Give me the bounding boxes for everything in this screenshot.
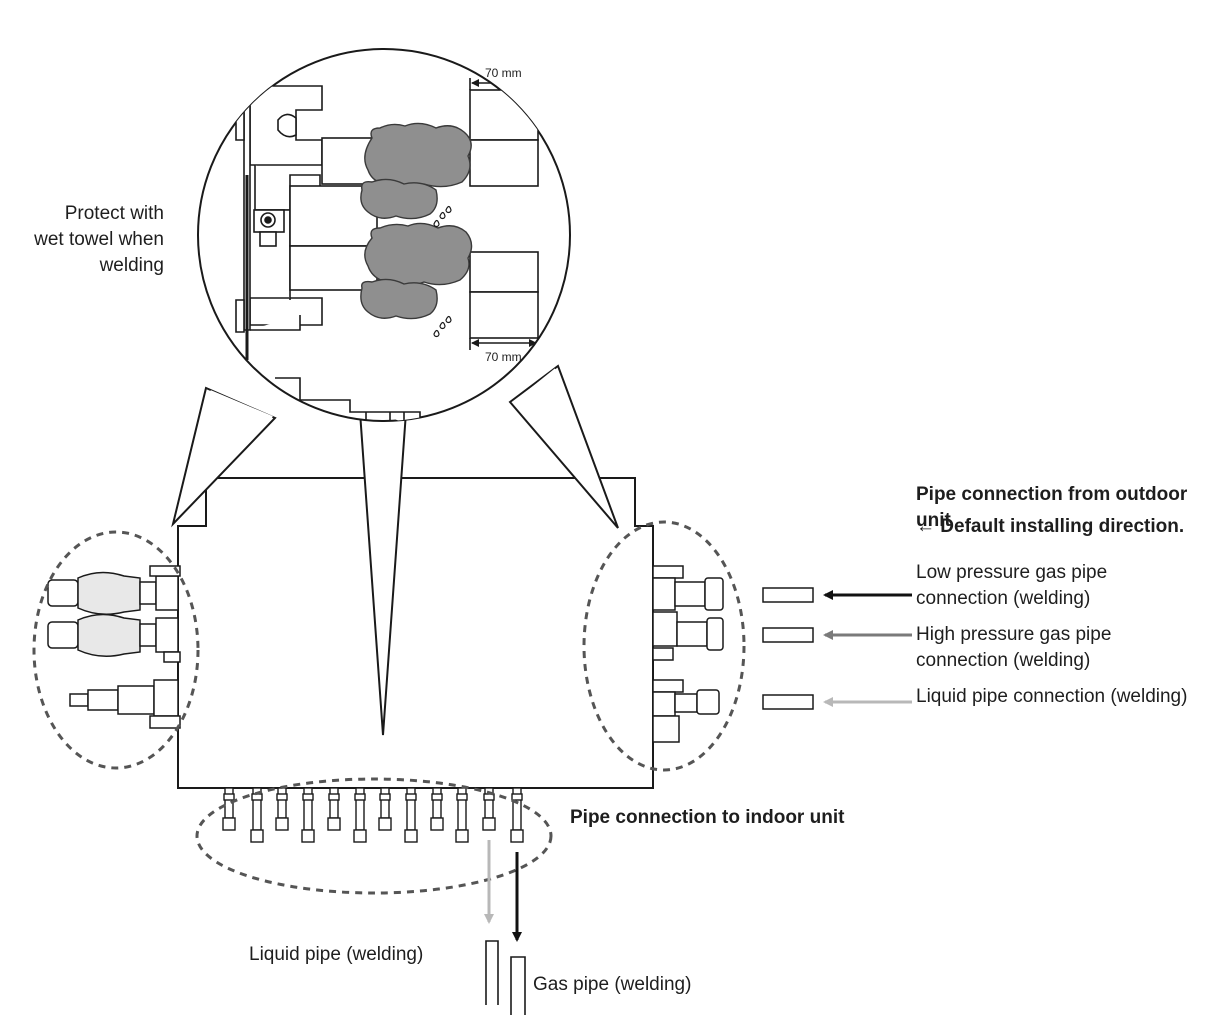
indoor-pipe-stub <box>277 787 287 819</box>
indoor-pipe-flare <box>405 793 417 801</box>
protect-towel-label-line2: wet towel when <box>34 229 164 250</box>
indoor-pipe-cap <box>482 817 496 831</box>
protect-towel-label: Protect with wet towel when welding <box>0 201 164 279</box>
low-pressure-label: Low pressure gas pipe connection (weldin… <box>916 560 1107 612</box>
indoor-pipe-cap <box>404 829 418 843</box>
outdoor-pipe-connections <box>762 587 814 710</box>
protect-towel-label-line3: welding <box>99 255 164 276</box>
highlight-ellipses <box>32 520 746 895</box>
indoor-pipe-flare <box>511 793 523 801</box>
low-pressure-label-line2: connection (welding) <box>916 588 1091 609</box>
indoor-pipe-flare <box>379 793 391 801</box>
gas-pipe-label: Gas pipe (welding) <box>533 974 692 995</box>
indoor-pipe-stub <box>380 787 390 819</box>
indoor-pipe-flare <box>431 793 443 801</box>
water-drops-icon <box>433 205 452 338</box>
indoor-pipe-cap <box>301 829 315 843</box>
magnified-fittings <box>235 78 539 421</box>
indoor-pipe-cap <box>455 829 469 843</box>
wet-towel-icon <box>360 122 473 320</box>
dimension-label-bottom: 70 mm <box>485 350 522 364</box>
indoor-pipe-stubs <box>222 787 524 843</box>
indoor-pipe-flare <box>223 793 235 801</box>
indoor-pipe-cap <box>353 829 367 843</box>
protect-towel-label-line1: Protect with <box>64 203 164 224</box>
indoor-pipe-cap <box>430 817 444 831</box>
outdoor-connection-title: Pipe connection from outdoor unit <box>916 484 1188 531</box>
indoor-pipe-flare <box>302 793 314 801</box>
indoor-pipe-cap <box>222 817 236 831</box>
outlet-pipes <box>485 940 526 1015</box>
indoor-pipe-cap <box>275 817 289 831</box>
indoor-pipe-cap <box>510 829 524 843</box>
indoor-connection-title: Pipe connection to indoor unit <box>570 807 845 828</box>
indoor-pipe-stub <box>329 787 339 819</box>
indoor-pipe-cap <box>327 817 341 831</box>
left-pipe-fittings <box>47 565 181 729</box>
low-pressure-label-line1: Low pressure gas pipe <box>916 562 1108 583</box>
indoor-pipe-cap <box>378 817 392 831</box>
high-pressure-label: High pressure gas pipe connection (weldi… <box>916 622 1111 674</box>
main-unit-box <box>177 477 654 789</box>
indoor-pipe-flare <box>276 793 288 801</box>
indoor-pipe-flare <box>328 793 340 801</box>
indoor-pipe-flare <box>251 793 263 801</box>
high-pressure-label-line2: connection (welding) <box>916 650 1091 671</box>
high-pressure-label-line1: High pressure gas pipe <box>916 624 1112 645</box>
liquid-connection-label: Liquid pipe connection (welding) <box>916 686 1188 707</box>
indoor-pipe-flare <box>354 793 366 801</box>
liquid-pipe-label: Liquid pipe (welding) <box>249 944 424 965</box>
indoor-pipe-flare <box>456 793 468 801</box>
right-pipe-fittings <box>652 565 724 743</box>
dimension-label-top: 70 mm <box>485 66 522 80</box>
indoor-pipe-stub <box>432 787 442 819</box>
indoor-pipe-cap <box>250 829 264 843</box>
default-direction-note: ← Default installing direction. <box>916 516 1185 537</box>
